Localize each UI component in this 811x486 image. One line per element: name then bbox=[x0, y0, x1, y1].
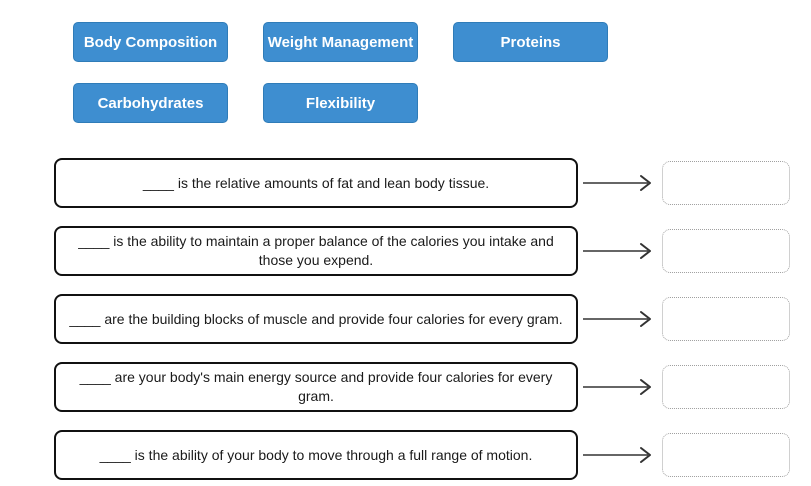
match-row-3: ____ are the building blocks of muscle a… bbox=[0, 294, 811, 344]
chip-body-composition[interactable]: Body Composition bbox=[73, 22, 228, 62]
chip-weight-management[interactable]: Weight Management bbox=[263, 22, 418, 62]
answer-slot-4[interactable] bbox=[662, 365, 790, 409]
word-bank-row-1: Body Composition Weight Management Prote… bbox=[73, 22, 811, 62]
word-bank: Body Composition Weight Management Prote… bbox=[0, 0, 811, 123]
answer-slot-5[interactable] bbox=[662, 433, 790, 477]
matching-area: ____ is the relative amounts of fat and … bbox=[0, 158, 811, 480]
chip-proteins[interactable]: Proteins bbox=[453, 22, 608, 62]
match-row-4: ____ are your body's main energy source … bbox=[0, 362, 811, 412]
match-row-5: ____ is the ability of your body to move… bbox=[0, 430, 811, 480]
match-row-1: ____ is the relative amounts of fat and … bbox=[0, 158, 811, 208]
arrow-right-icon bbox=[583, 175, 651, 191]
arrow-right-icon bbox=[583, 311, 651, 327]
question-card-flexibility: ____ is the ability of your body to move… bbox=[54, 430, 578, 480]
answer-slot-2[interactable] bbox=[662, 229, 790, 273]
answer-slot-1[interactable] bbox=[662, 161, 790, 205]
chip-flexibility[interactable]: Flexibility bbox=[263, 83, 418, 123]
arrow-right-icon bbox=[583, 447, 651, 463]
question-card-carbohydrates: ____ are your body's main energy source … bbox=[54, 362, 578, 412]
arrow-right-icon bbox=[583, 243, 651, 259]
question-card-proteins: ____ are the building blocks of muscle a… bbox=[54, 294, 578, 344]
question-card-body-composition: ____ is the relative amounts of fat and … bbox=[54, 158, 578, 208]
match-row-2: ____ is the ability to maintain a proper… bbox=[0, 226, 811, 276]
word-bank-row-2: Carbohydrates Flexibility bbox=[73, 83, 811, 123]
chip-carbohydrates[interactable]: Carbohydrates bbox=[73, 83, 228, 123]
question-card-weight-management: ____ is the ability to maintain a proper… bbox=[54, 226, 578, 276]
arrow-right-icon bbox=[583, 379, 651, 395]
answer-slot-3[interactable] bbox=[662, 297, 790, 341]
